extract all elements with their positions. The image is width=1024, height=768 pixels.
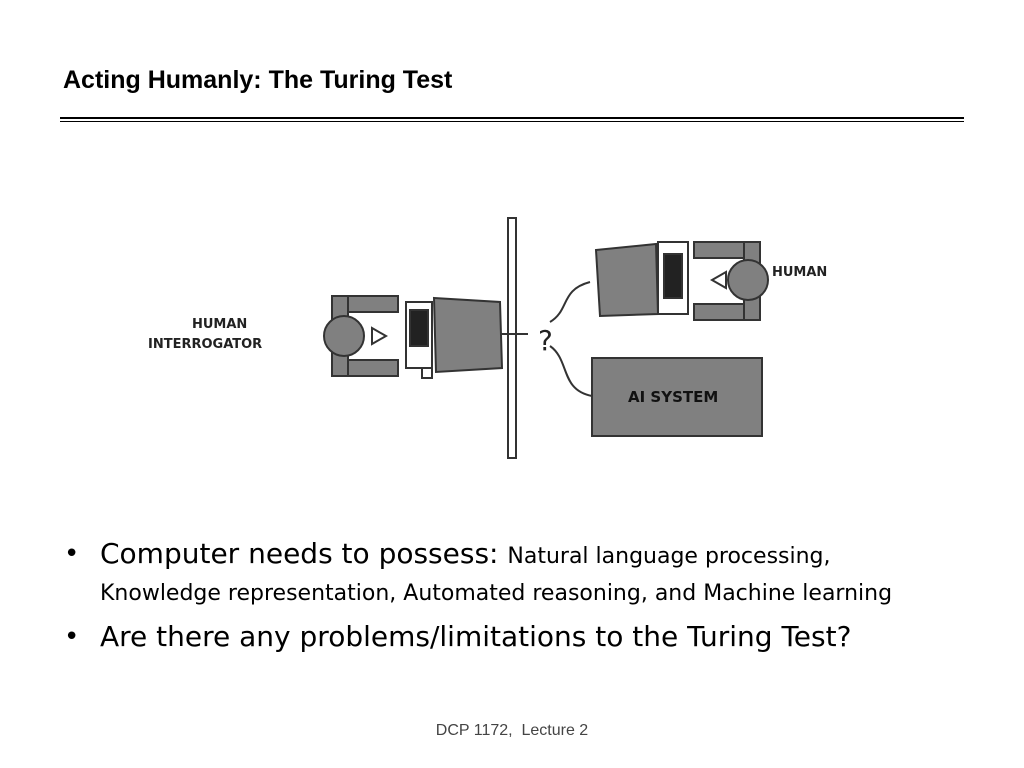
interrogator-label-line2: INTERROGATOR: [148, 337, 262, 352]
ai-system-label: AI SYSTEM: [628, 388, 718, 406]
interrogator-label-line1: HUMAN: [192, 317, 247, 332]
bullet-list: • Computer needs to possess: Natural lan…: [60, 536, 940, 657]
ai-system-box: [591, 357, 763, 437]
title-divider: [60, 117, 964, 119]
bullet-text: Are there any problems/limitations to th…: [100, 620, 852, 653]
title-divider-thin: [60, 121, 964, 122]
bullet-detail-text: Natural language processing, Knowledge r…: [100, 544, 893, 606]
human-figure: [693, 241, 769, 321]
bullet-dot: •: [64, 622, 80, 652]
slide-title: Acting Humanly: The Turing Test: [63, 66, 453, 94]
interrogator-terminal: [405, 296, 504, 379]
slide-footer: DCP 1172, Lecture 2: [435, 722, 589, 739]
bullet-item: • Are there any problems/limitations to …: [60, 617, 940, 657]
bullet-item: • Computer needs to possess: Natural lan…: [60, 536, 940, 611]
interrogator-figure: [323, 295, 399, 377]
turing-test-diagram: HUMAN INTERROGATOR ?: [148, 217, 827, 459]
bullet-lead-text: Computer needs to possess:: [100, 537, 508, 570]
human-label: HUMAN: [772, 265, 827, 280]
bullet-dot: •: [64, 539, 80, 569]
partition-wall: [507, 217, 517, 459]
human-terminal: [594, 241, 689, 318]
question-mark: ?: [538, 324, 553, 357]
